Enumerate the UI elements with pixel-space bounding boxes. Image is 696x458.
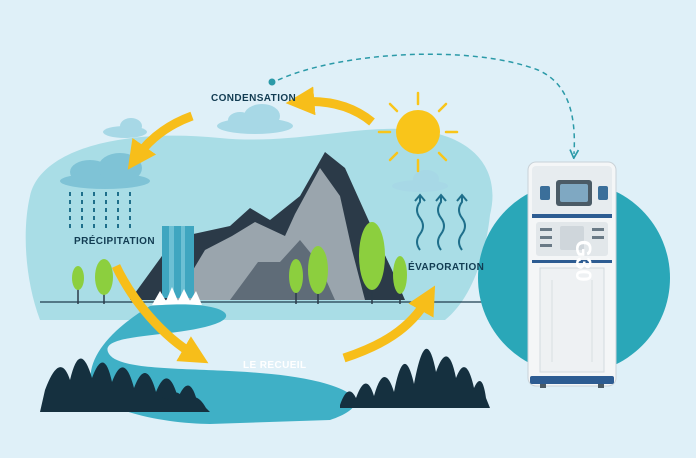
tree-icon (289, 259, 303, 304)
tree-icon (393, 256, 407, 304)
label-evaporation: ÉVAPORATION (408, 262, 485, 273)
cloud-icon (392, 170, 448, 192)
cycle-arrows (111, 86, 436, 364)
water-dispenser-icon (527, 161, 617, 388)
rain-cloud-icon (60, 153, 150, 189)
cloud-icon (217, 104, 293, 134)
cloud-icon (103, 118, 147, 138)
arrow-condensation-to-precipitation (127, 111, 194, 170)
tree-icon (308, 246, 328, 304)
evaporation-arrows-icon (414, 193, 468, 251)
bush-right (340, 348, 490, 408)
product-model-label: G30 (571, 240, 596, 282)
rain-icon (69, 192, 131, 228)
bush-left (40, 358, 210, 412)
arrow-collection-to-evaporation (342, 285, 436, 363)
waterfall-icon (152, 226, 202, 305)
dashed-connector (277, 53, 574, 154)
arrow-evaporation-to-condensation (285, 86, 375, 126)
label-precipitation: PRÉCIPITATION (74, 236, 155, 247)
tree-icon (95, 259, 113, 304)
connector-dot (268, 78, 276, 86)
tree-icon (72, 266, 84, 304)
label-condensation: CONDENSATION (211, 93, 297, 104)
arrow-precipitation-to-collection (111, 264, 209, 364)
label-collection: LE RECUEIL (243, 360, 307, 371)
sun-icon (377, 91, 459, 173)
tree-icon (359, 222, 385, 304)
